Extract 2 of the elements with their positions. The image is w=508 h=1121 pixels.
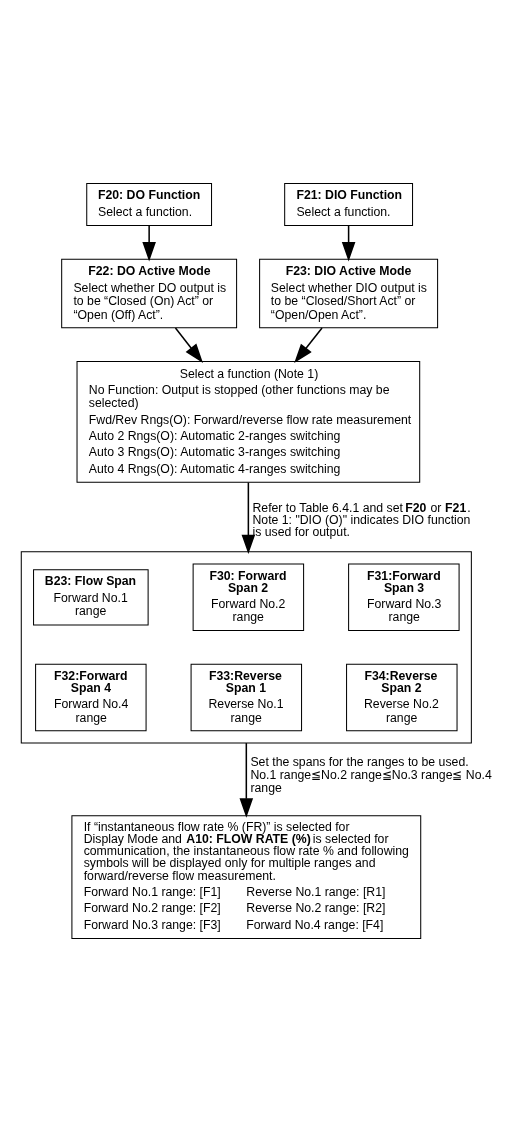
edge-label: Refer to Table 6.4.1 and set F20 or F21. Note 1: "DIO (O)" indicates DIO function is used for output. xyxy=(251,499,471,539)
edge-label: Set the spans for the ranges to be used. No.1 range≦No.2 range≦No.3 range≦ No.4 range xyxy=(249,754,492,795)
